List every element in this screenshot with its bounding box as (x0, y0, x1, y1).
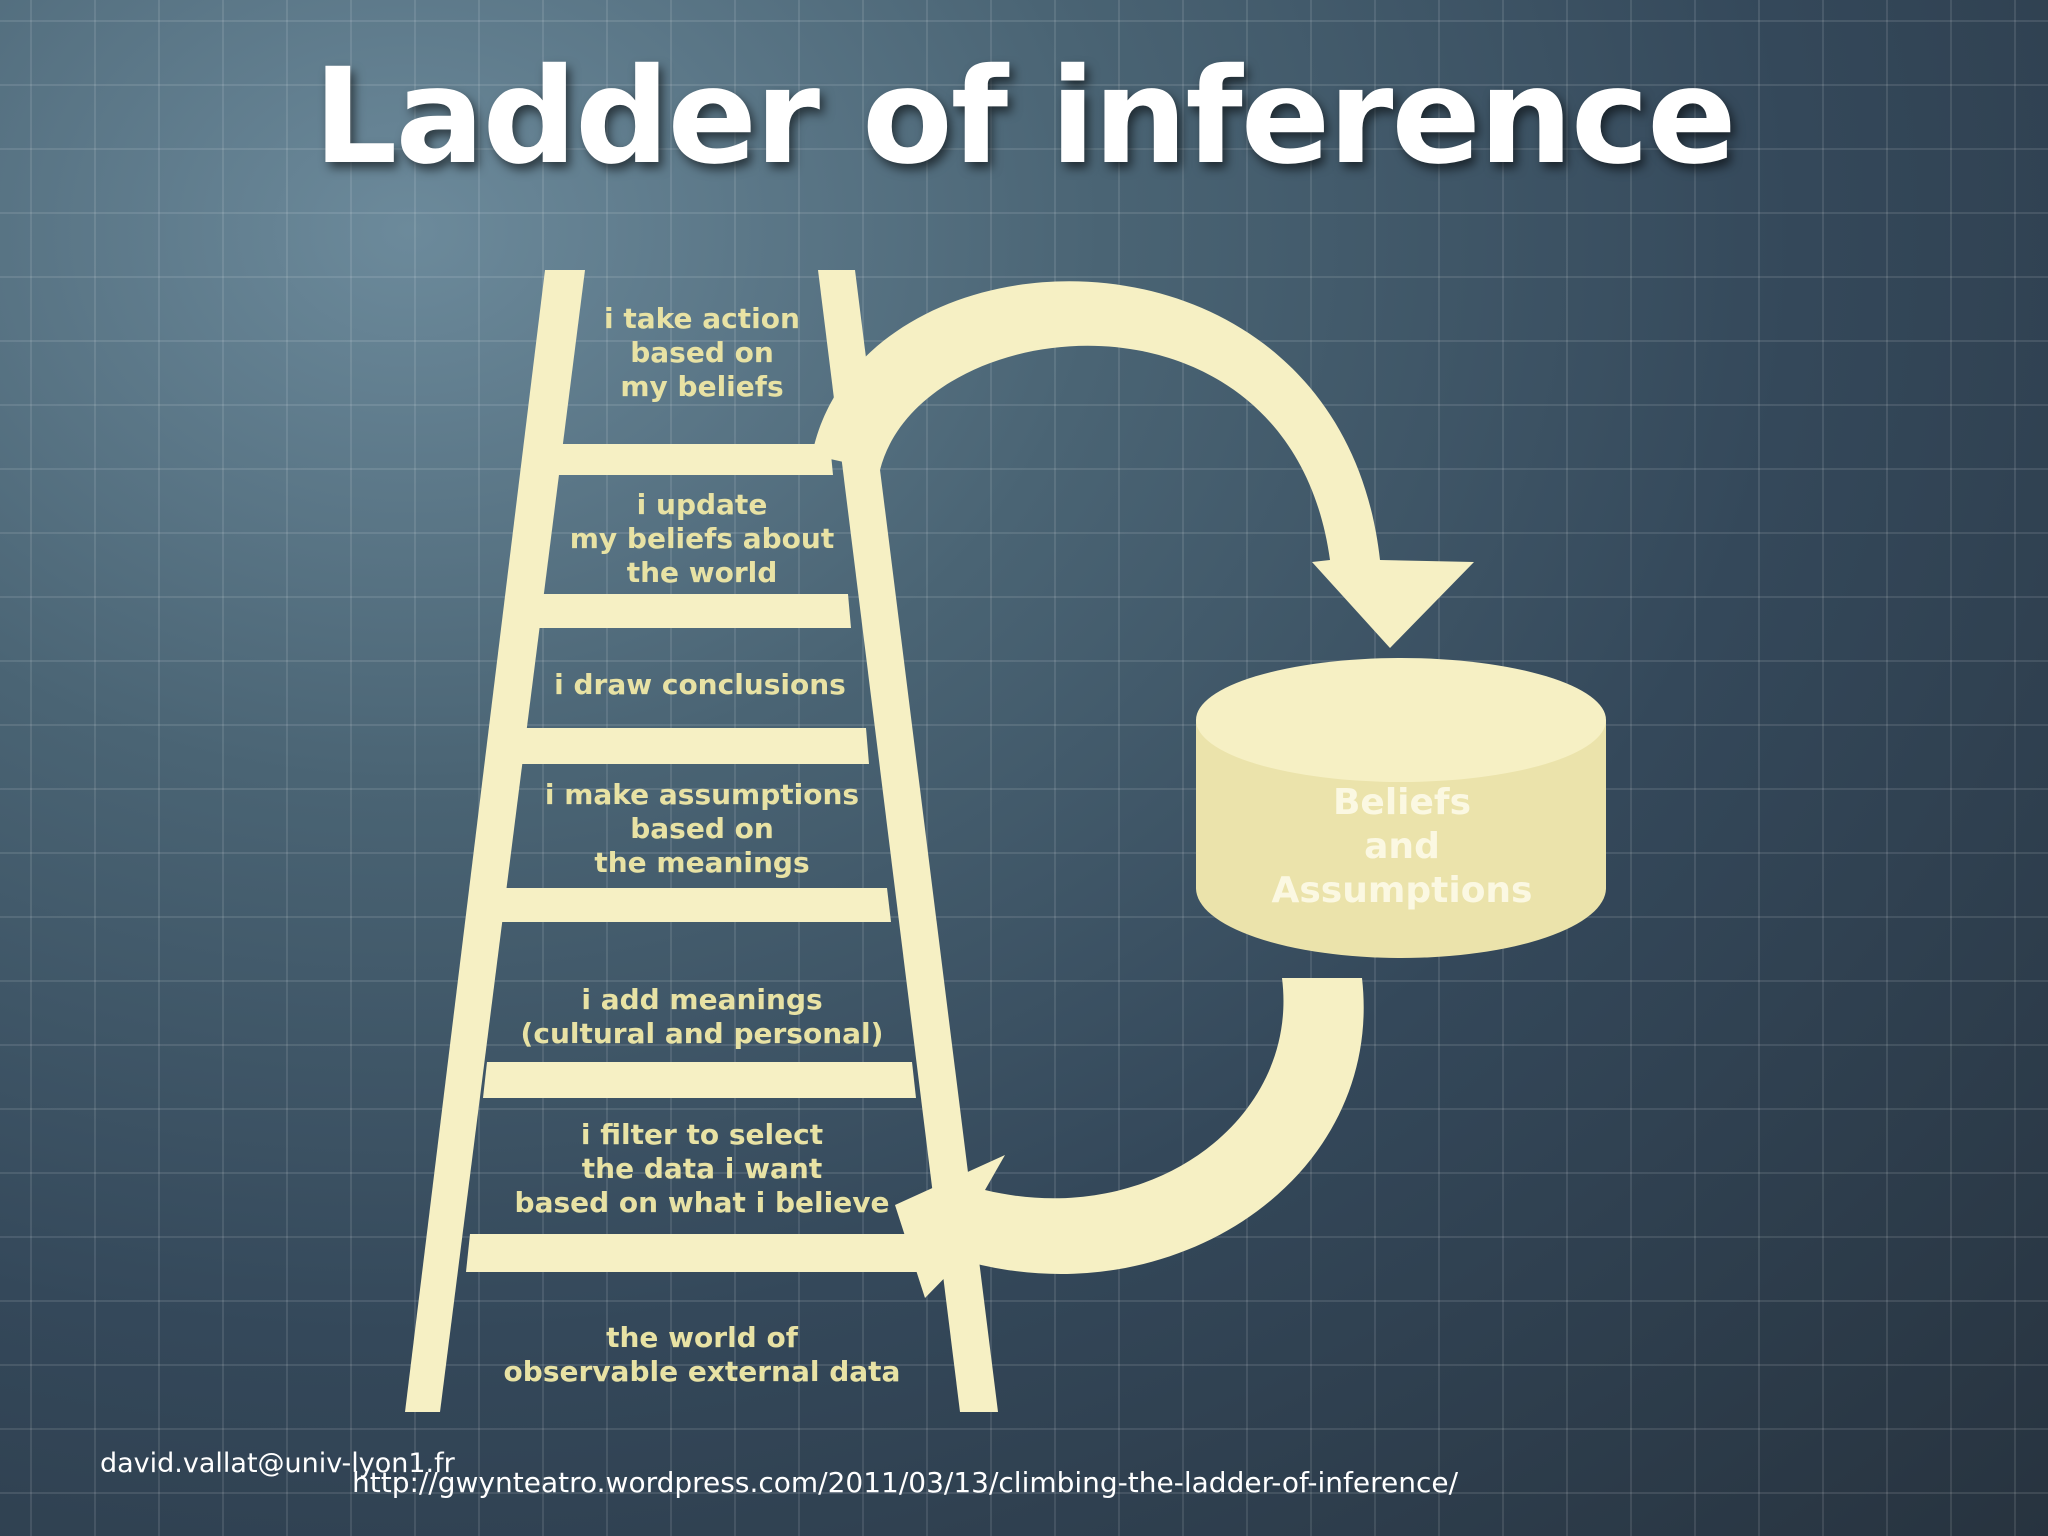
ladder-left-rail (405, 270, 585, 1412)
ladder-step-5-label: i add meanings(cultural and personal) (521, 983, 884, 1050)
ladder-step-2-line: my beliefs about (570, 522, 834, 555)
rung-3 (516, 728, 869, 764)
ladder-step-6-line: based on what i believe (515, 1186, 890, 1219)
cylinder-label-line: Assumptions (1272, 870, 1533, 911)
ladder-step-6-line: i filter to select (581, 1118, 823, 1151)
rung-5 (483, 1062, 916, 1098)
rung-2 (530, 594, 851, 628)
rung-4 (499, 888, 891, 922)
beliefs-cylinder (1196, 658, 1606, 958)
cylinder-body (1196, 720, 1606, 958)
ladder-rungs (466, 444, 939, 1272)
ladder-step-5-line: i add meanings (581, 983, 822, 1016)
ladder-step-5-line: (cultural and personal) (521, 1017, 884, 1050)
ladder-right-rail (818, 270, 998, 1412)
slide-title: Ladder of inference (313, 40, 1736, 194)
ladder-step-7-line: the world of (606, 1321, 799, 1354)
ladder-step-7-line: observable external data (504, 1355, 901, 1388)
ladder-step-4-line: the meanings (594, 846, 809, 879)
rung-6 (466, 1234, 939, 1272)
rung-1 (546, 444, 833, 475)
ladder-step-4-line: based on (630, 812, 774, 845)
ladder-step-1-line: based on (630, 336, 774, 369)
ladder-step-1-line: my beliefs (620, 370, 783, 403)
ladder-step-3-label: i draw conclusions (554, 668, 846, 701)
author-email[interactable]: david.vallat@univ-lyon1.fr (100, 1448, 455, 1479)
upper-curved-arrow (812, 281, 1474, 648)
cylinder-label-line: and (1364, 826, 1440, 867)
ladder-step-3-line: i draw conclusions (554, 668, 846, 701)
ladder-step-1-line: i take action (604, 302, 800, 335)
ladder-step-2-line: i update (637, 488, 768, 521)
source-url-link[interactable]: http://gwynteatro.wordpress.com/2011/03/… (352, 1466, 1458, 1499)
cylinder-top (1196, 658, 1606, 782)
lower-curved-arrow (895, 978, 1364, 1298)
ladder-step-4-line: i make assumptions (545, 778, 859, 811)
cylinder-label-line: Beliefs (1333, 782, 1471, 823)
ladder-step-6-line: the data i want (582, 1152, 822, 1185)
ladder-step-2-line: the world (627, 556, 778, 589)
